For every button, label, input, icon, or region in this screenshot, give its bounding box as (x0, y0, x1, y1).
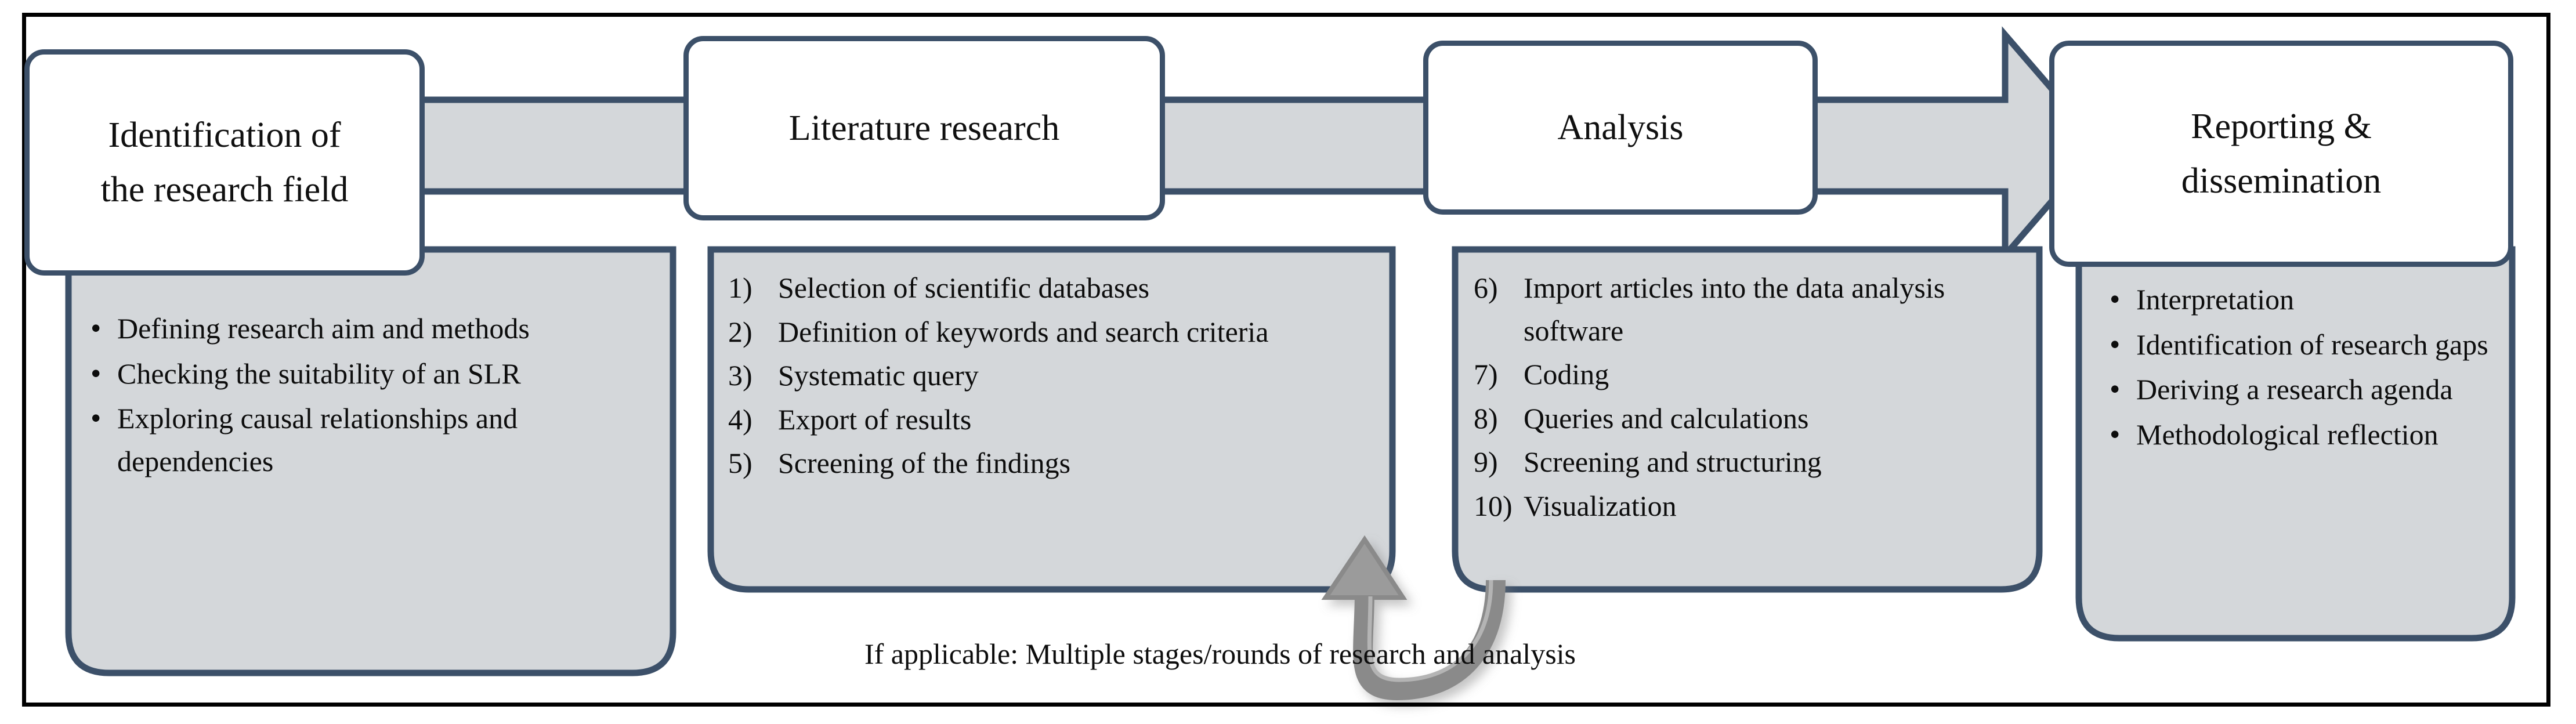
stage-title-literature-research[interactable]: Literature research (683, 36, 1165, 220)
feedback-loop-arrow (1321, 535, 1506, 701)
list-marker: 6) (1474, 272, 1498, 304)
list-text: Screening and structuring (1524, 446, 1822, 478)
list-marker: 9) (1474, 446, 1498, 478)
list-item[interactable]: Defining research aim and methods (81, 306, 661, 351)
list-marker: 3) (728, 359, 752, 392)
stage-title-identification[interactable]: Identification of the research field (24, 49, 425, 276)
numbered-list: 6) Import articles into the data analysis… (1474, 267, 2031, 527)
list-item[interactable]: Exploring causal relationships and depen… (81, 396, 661, 483)
stage-title-reporting[interactable]: Reporting & dissemination (2049, 41, 2513, 267)
list-item[interactable]: 2) Definition of keywords and search crit… (728, 311, 1384, 354)
list-text: Import articles into the data analysis s… (1524, 272, 1945, 347)
list-text: Screening of the findings (778, 447, 1071, 479)
list-text: Export of results (778, 403, 972, 436)
list-marker: 1) (728, 272, 752, 304)
stage-title-line: the research field (100, 170, 349, 209)
list-marker: 5) (728, 447, 752, 479)
list-marker: 2) (728, 315, 752, 348)
list-item[interactable]: 5) Screening of the findings (728, 442, 1384, 485)
stage-items-analysis: 6) Import articles into the data analysis… (1474, 267, 2031, 528)
stage-title-line: dissemination (2181, 161, 2382, 201)
feedback-caption: If applicable: Multiple stages/rounds of… (864, 638, 1576, 670)
stage-items-reporting: Interpretation Identification of researc… (2100, 277, 2530, 458)
list-marker: 7) (1474, 358, 1498, 390)
stage-panel-analysis (1452, 246, 2043, 593)
stage-title-line: Reporting & (2191, 106, 2372, 146)
stage-title-line: Literature research (788, 108, 1060, 148)
list-text: Coding (1524, 358, 1609, 390)
list-item[interactable]: Checking the suitability of an SLR (81, 352, 661, 396)
list-item[interactable]: Interpretation (2100, 277, 2530, 322)
bullet-list: Interpretation Identification of researc… (2100, 277, 2530, 457)
list-item[interactable]: 8) Queries and calculations (1474, 397, 2031, 440)
list-item[interactable]: Methodological reflection (2100, 412, 2530, 457)
list-item[interactable]: 1) Selection of scientific databases (728, 267, 1384, 310)
list-item[interactable]: 7) Coding (1474, 353, 2031, 396)
stage-title-line: Identification of (108, 115, 341, 155)
list-item[interactable]: 4) Export of results (728, 399, 1384, 441)
list-text: Visualization (1524, 489, 1677, 522)
list-text: Selection of scientific databases (778, 272, 1150, 304)
stage-title-analysis[interactable]: Analysis (1423, 41, 1818, 215)
list-marker: 8) (1474, 401, 1498, 435)
stage-items-literature-research: 1) Selection of scientific databases 2) De… (728, 267, 1384, 486)
list-item[interactable]: Identification of research gaps (2100, 323, 2530, 367)
list-marker: 10) (1474, 489, 1513, 522)
list-text: Queries and calculations (1524, 401, 1809, 435)
stage-title-line: Analysis (1557, 107, 1684, 147)
list-item[interactable]: 3) Systematic query (728, 354, 1384, 397)
list-item[interactable]: 9) Screening and structuring (1474, 441, 2031, 484)
outer-frame (22, 13, 2550, 707)
list-text: Definition of keywords and search criter… (778, 315, 1269, 348)
list-item[interactable]: 6) Import articles into the data analysis… (1474, 267, 2031, 352)
list-item[interactable]: Deriving a research agenda (2100, 367, 2530, 412)
list-text: Systematic query (778, 359, 979, 392)
numbered-list: 1) Selection of scientific databases 2) De… (728, 267, 1384, 485)
list-item[interactable]: 10) Visualization (1474, 485, 2031, 528)
stage-items-identification: Defining research aim and methods Checki… (81, 306, 661, 485)
bullet-list: Defining research aim and methods Checki… (81, 306, 661, 483)
list-marker: 4) (728, 403, 752, 436)
